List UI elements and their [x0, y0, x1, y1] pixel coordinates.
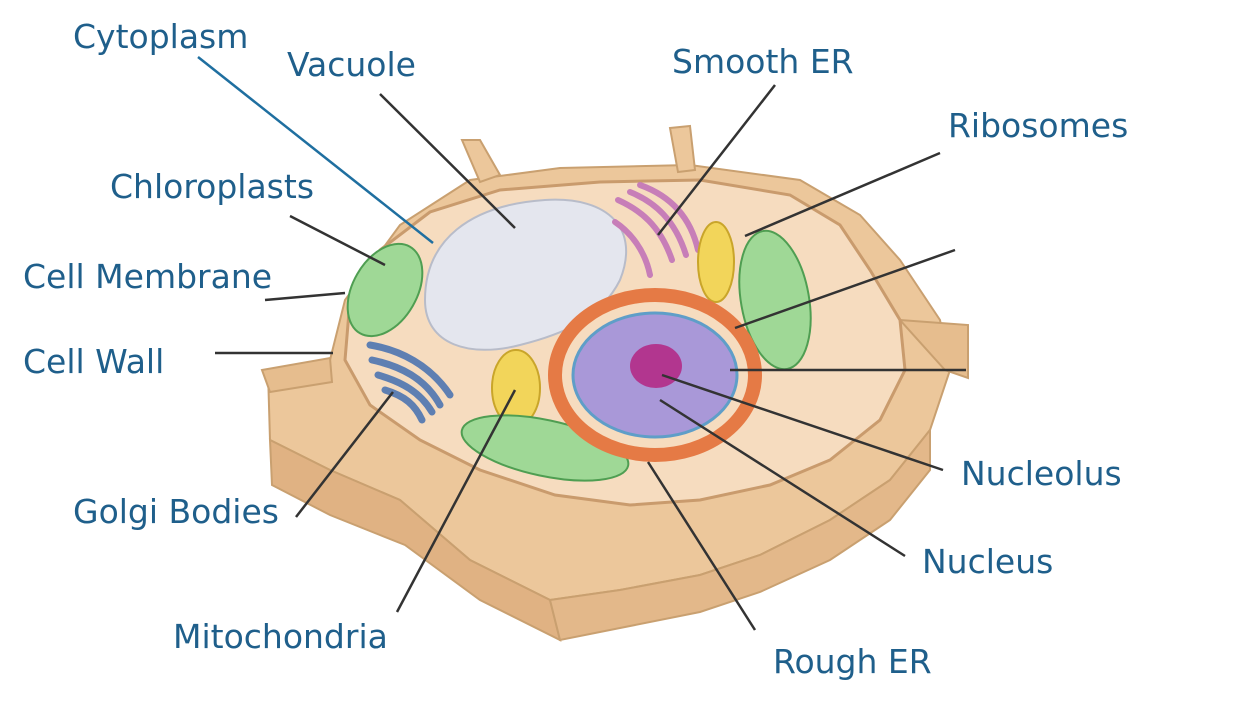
leader-line-nucleolus — [661, 373, 944, 472]
leader-line-mitochondria — [395, 389, 517, 613]
label-cell-membrane: Cell Membrane — [23, 257, 273, 296]
leader-line-golgi — [295, 391, 394, 518]
label-nucleolus: Nucleolus — [961, 454, 1122, 493]
cell-wall-top-flap — [460, 139, 502, 184]
label-golgi-bodies: Golgi Bodies — [73, 492, 279, 531]
label-mitochondria: Mitochondria — [173, 617, 388, 656]
leader-line-chloroplasts — [289, 214, 386, 267]
label-smooth-er: Smooth ER — [672, 42, 854, 81]
smooth-er-organelle — [612, 182, 701, 278]
rough-er-organelle — [548, 288, 762, 462]
cell-wall-top-flap-right — [668, 124, 697, 174]
leader-line-smooth-er — [657, 84, 776, 236]
label-chloroplasts: Chloroplasts — [110, 167, 315, 206]
leader-line-cytoplasm — [197, 56, 434, 244]
leader-lines — [215, 84, 966, 631]
label-rough-er: Rough ER — [773, 642, 932, 681]
leader-line-rough-er — [646, 461, 757, 631]
leader-line-cell-membrane — [264, 291, 346, 302]
cell-wall-left-flap — [260, 356, 334, 394]
leader-line-rough-er-top — [734, 248, 956, 330]
label-vacuole: Vacuole — [287, 45, 416, 84]
golgi-organelle — [366, 341, 454, 424]
nucleolus-organelle — [630, 344, 682, 388]
label-nucleus: Nucleus — [922, 542, 1054, 581]
leader-line-vacuole — [379, 93, 516, 229]
vacuole-organelle — [423, 198, 628, 351]
leader-line-nucleus — [659, 398, 906, 558]
label-cytoplasm: Cytoplasm — [73, 17, 249, 56]
leader-line-ribosomes — [744, 151, 941, 238]
label-cell-wall: Cell Wall — [23, 342, 165, 381]
cell-wall-front-right — [548, 427, 931, 642]
label-ribosomes: Ribosomes — [948, 106, 1129, 145]
cell-wall-right-flap — [897, 318, 969, 380]
